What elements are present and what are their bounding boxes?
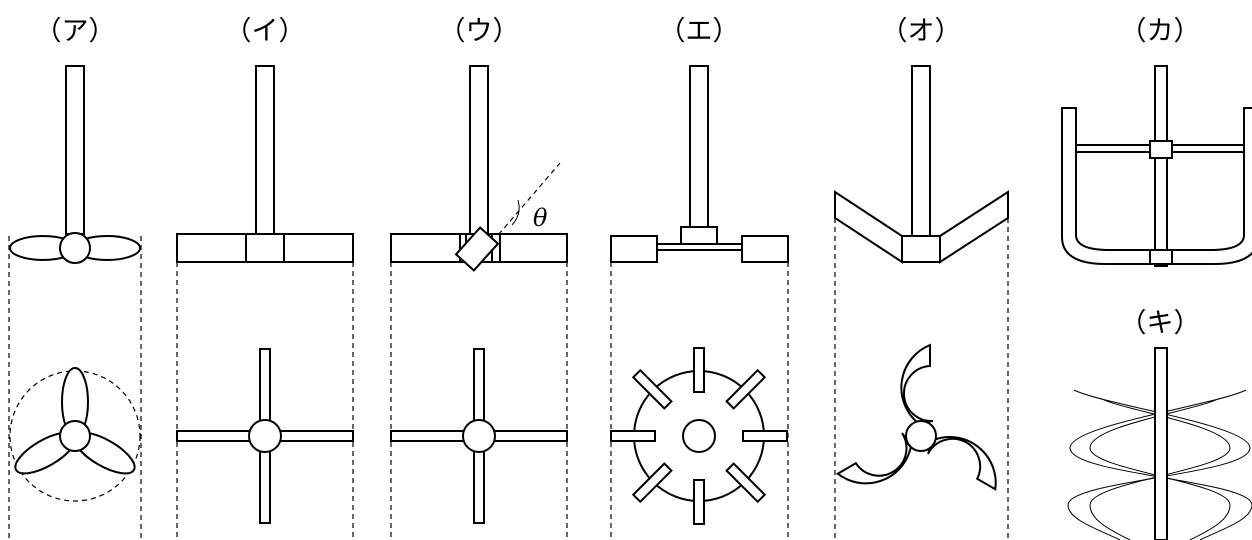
blade	[725, 462, 767, 504]
bottom-hub	[1149, 249, 1173, 265]
impeller-i-top-view	[176, 348, 354, 524]
hub	[680, 226, 718, 245]
shaft	[911, 65, 931, 237]
blade	[834, 190, 903, 264]
angle-label: θ	[533, 204, 548, 232]
impeller-e-side-view	[610, 65, 789, 263]
impeller-a-propeller: （ア）	[8, 16, 142, 540]
shaft	[689, 65, 709, 229]
label-o: （オ）	[881, 16, 962, 47]
shaft	[1154, 347, 1168, 540]
blade	[693, 479, 705, 525]
blade	[631, 462, 673, 504]
shaft	[255, 65, 275, 235]
impeller-u-top-view	[390, 348, 568, 524]
impeller-u-pitched-paddle: （ウ） θ	[390, 16, 568, 540]
shaft	[65, 65, 85, 235]
impeller-o-swept-blade: （オ）	[834, 16, 1009, 540]
hub	[59, 232, 91, 264]
blade	[741, 235, 789, 263]
hub	[682, 419, 716, 453]
hub	[462, 419, 496, 453]
impeller-a-top-view	[9, 367, 141, 502]
impeller-ki-helical-ribbon: （キ）	[1067, 308, 1252, 540]
hub	[59, 420, 91, 452]
hub	[905, 420, 937, 452]
blade	[176, 233, 354, 263]
pitched-blade	[454, 226, 500, 272]
impeller-i-side-view	[176, 65, 354, 263]
blade	[742, 430, 788, 442]
label-ka: （カ）	[1120, 16, 1201, 47]
label-i: （イ）	[225, 16, 306, 47]
hub	[901, 235, 941, 263]
hub	[248, 419, 282, 453]
anchor-frame	[1061, 107, 1252, 265]
blade	[693, 347, 705, 393]
blade	[939, 190, 1009, 264]
angle-arc	[511, 199, 520, 226]
hub	[1149, 140, 1173, 159]
impeller-ka-anchor: （カ）	[1061, 16, 1252, 267]
impeller-i-flat-paddle: （イ）	[176, 16, 354, 540]
impeller-o-top-view	[835, 343, 997, 491]
impeller-e-disc-turbine: （エ）	[610, 16, 789, 540]
blade	[631, 368, 673, 410]
label-a: （ア）	[35, 16, 116, 47]
curved-blade	[900, 343, 934, 425]
label-u: （ウ）	[439, 16, 520, 47]
label-ki: （キ）	[1120, 308, 1201, 339]
label-e: （エ）	[659, 16, 740, 47]
shaft	[469, 65, 489, 235]
impeller-a-side-view	[9, 65, 141, 264]
impeller-u-side-view: θ	[390, 65, 568, 272]
blade	[725, 368, 767, 410]
curved-blade	[835, 432, 913, 485]
shaft	[1154, 65, 1168, 267]
impeller-o-side-view	[834, 65, 1009, 264]
impeller-e-top-view	[610, 347, 788, 525]
blade	[610, 430, 656, 442]
blade	[610, 235, 658, 263]
sweep-circle	[9, 370, 141, 502]
curved-blade	[927, 436, 997, 491]
